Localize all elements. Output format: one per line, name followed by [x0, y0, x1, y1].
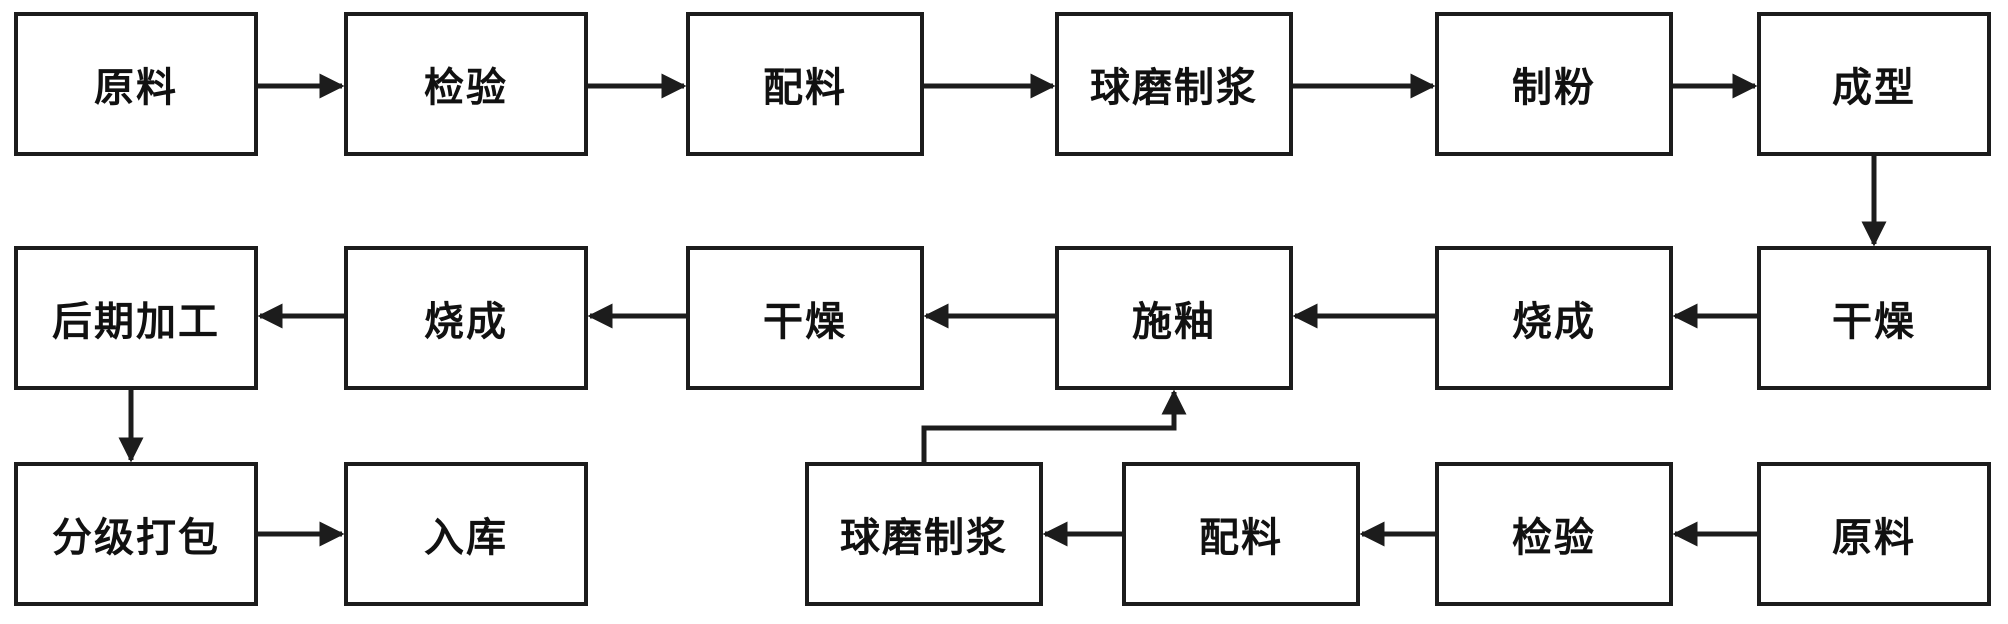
node-r2-glaze: 施釉 [1055, 246, 1293, 390]
node-r1-inspect: 检验 [344, 12, 588, 156]
node-r2-dry1: 干燥 [1757, 246, 1991, 390]
node-r3-store: 入库 [344, 462, 588, 606]
node-r1-batch: 配料 [686, 12, 924, 156]
node-r3-raw: 原料 [1757, 462, 1991, 606]
node-r1-powder: 制粉 [1435, 12, 1673, 156]
node-r3-ballmill: 球磨制浆 [805, 462, 1043, 606]
node-r2-dry2: 干燥 [686, 246, 924, 390]
node-r2-postproc: 后期加工 [14, 246, 258, 390]
node-r2-fire2: 烧成 [344, 246, 588, 390]
node-r1-ballmill: 球磨制浆 [1055, 12, 1293, 156]
node-r3-inspect: 检验 [1435, 462, 1673, 606]
node-r3-batch: 配料 [1122, 462, 1360, 606]
arrow-r3-ballmill-to-glaze [921, 389, 1187, 462]
node-r1-raw: 原料 [14, 12, 258, 156]
node-r1-forming: 成型 [1757, 12, 1991, 156]
node-r2-fire1: 烧成 [1435, 246, 1673, 390]
node-r3-grade: 分级打包 [14, 462, 258, 606]
